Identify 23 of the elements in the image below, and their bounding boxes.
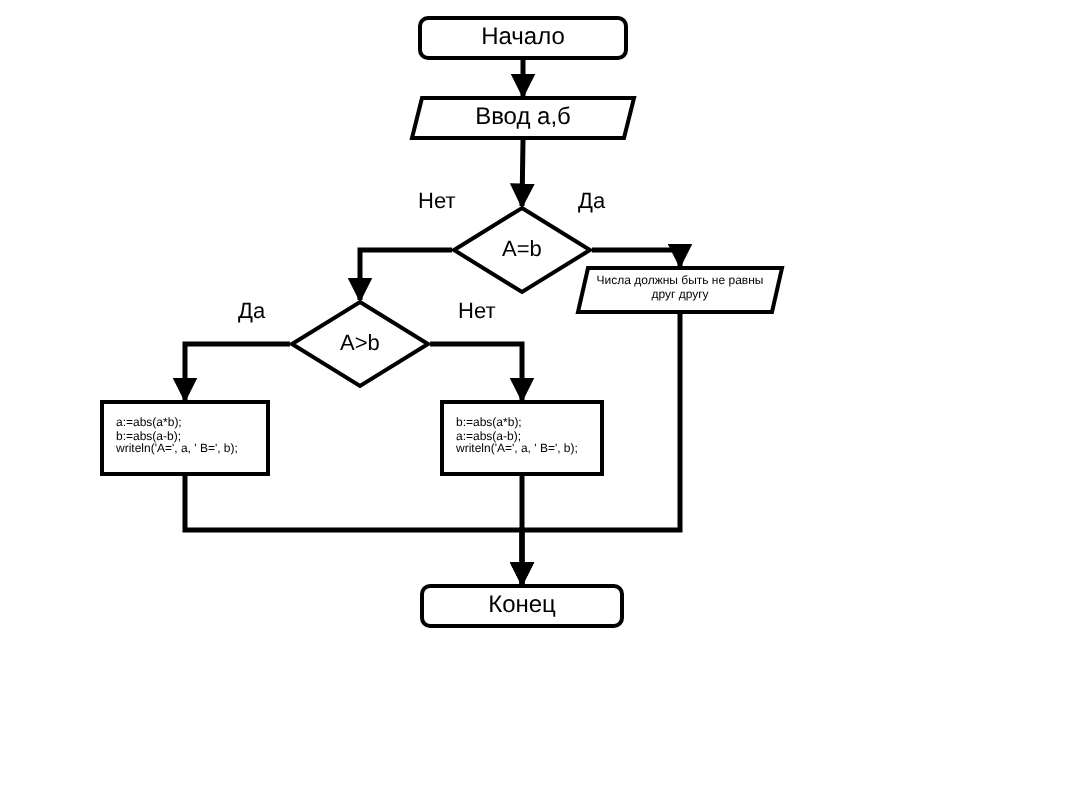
arrow: [347, 247, 452, 303]
edge-label: Нет: [456, 300, 498, 324]
arrow: [510, 60, 536, 99]
node-label: A>b: [340, 331, 380, 357]
node-label: Начало: [481, 24, 565, 52]
node-label: Конец: [488, 592, 556, 620]
process-box: [440, 400, 604, 476]
arrow: [592, 243, 693, 269]
arrow: [509, 139, 535, 209]
decision-diamond: [290, 300, 430, 388]
arrow: [172, 341, 290, 403]
process-box: [100, 400, 270, 476]
terminal-box: [418, 16, 628, 60]
input-output-box: [576, 266, 784, 314]
arrow: [509, 314, 683, 587]
edge-label: Да: [236, 300, 268, 324]
node-label: A=b: [502, 237, 542, 263]
edge-label: Нет: [416, 190, 458, 214]
terminal-box: [420, 584, 624, 628]
arrow: [430, 341, 535, 403]
edge-label: Да: [576, 190, 608, 214]
input-output-box: [410, 96, 636, 140]
node-label: Ввод а,б: [473, 104, 573, 132]
